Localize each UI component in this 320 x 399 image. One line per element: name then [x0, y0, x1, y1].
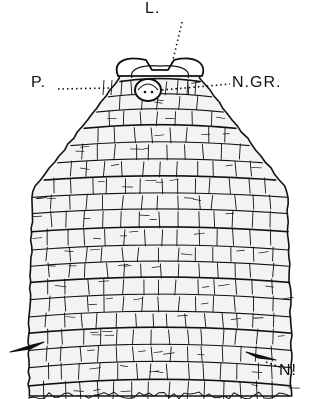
label-l-prostomium: L.	[145, 1, 160, 17]
label-n-gr: N.GR.	[232, 75, 281, 91]
label-p: P.	[31, 75, 46, 91]
label-n1-nephridiopore: N!	[279, 363, 297, 379]
